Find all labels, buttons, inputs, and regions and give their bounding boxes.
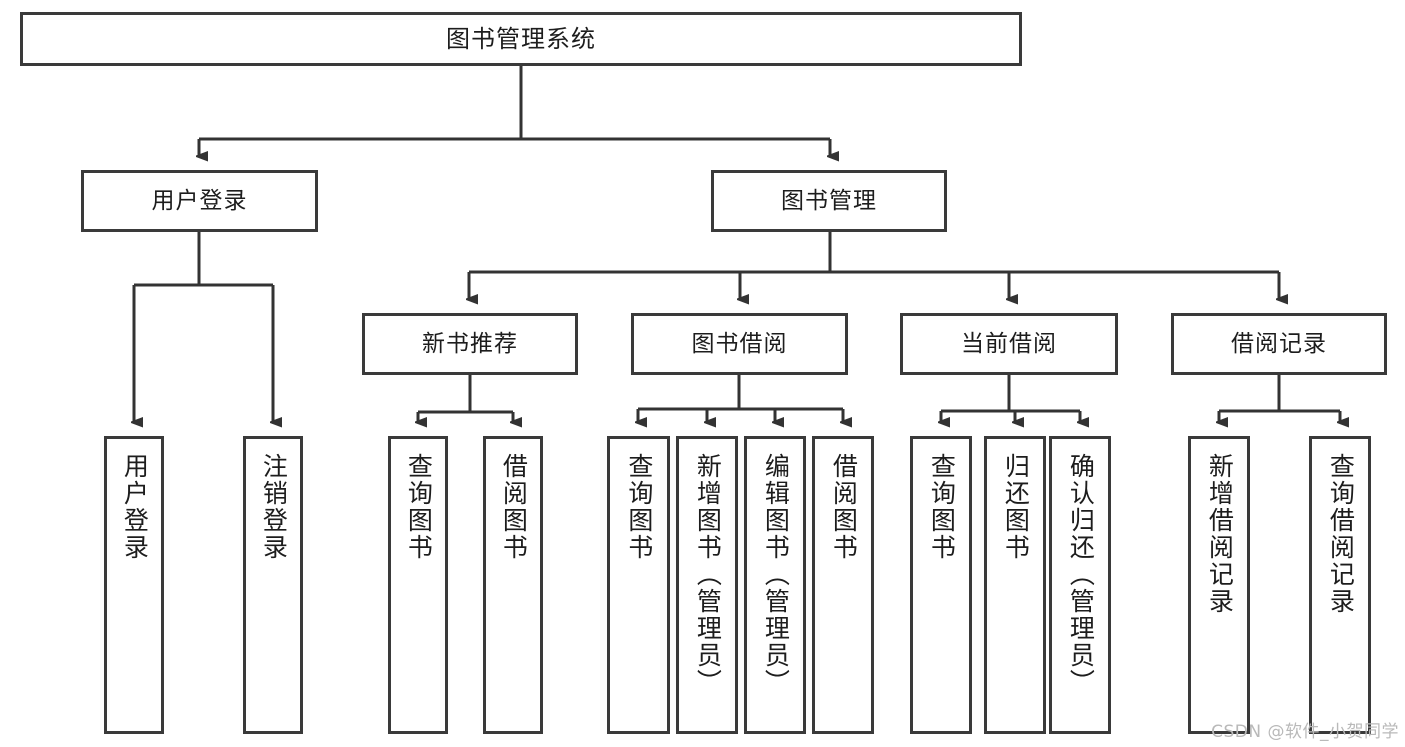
leaf-borrow-book-new[interactable]: 借阅图书 xyxy=(483,436,543,734)
node-user-login[interactable]: 用户登录 xyxy=(81,170,318,232)
leaf-confirm-return-admin[interactable]: 确认归还（管理员） xyxy=(1049,436,1111,734)
node-new-book-recommend[interactable]: 新书推荐 xyxy=(362,313,578,375)
leaf-edit-book-admin[interactable]: 编辑图书（管理员） xyxy=(744,436,806,734)
node-current-borrow[interactable]: 当前借阅 xyxy=(900,313,1118,375)
leaf-query-borrow-record[interactable]: 查询借阅记录 xyxy=(1309,436,1371,734)
node-root[interactable]: 图书管理系统 xyxy=(20,12,1022,66)
leaf-query-book-borrow[interactable]: 查询图书 xyxy=(607,436,670,734)
node-book-borrow[interactable]: 图书借阅 xyxy=(631,313,848,375)
watermark-text: CSDN @软件_小贺同学 xyxy=(1211,722,1399,742)
node-book-management[interactable]: 图书管理 xyxy=(711,170,947,232)
leaf-logout[interactable]: 注销登录 xyxy=(243,436,303,734)
leaf-borrow-book[interactable]: 借阅图书 xyxy=(812,436,874,734)
leaf-query-book-current[interactable]: 查询图书 xyxy=(910,436,972,734)
leaf-add-book-admin[interactable]: 新增图书（管理员） xyxy=(676,436,738,734)
leaf-user-login[interactable]: 用户登录 xyxy=(104,436,164,734)
leaf-add-borrow-record[interactable]: 新增借阅记录 xyxy=(1188,436,1250,734)
node-borrow-record[interactable]: 借阅记录 xyxy=(1171,313,1387,375)
leaf-query-book-new[interactable]: 查询图书 xyxy=(388,436,448,734)
leaf-return-book[interactable]: 归还图书 xyxy=(984,436,1046,734)
